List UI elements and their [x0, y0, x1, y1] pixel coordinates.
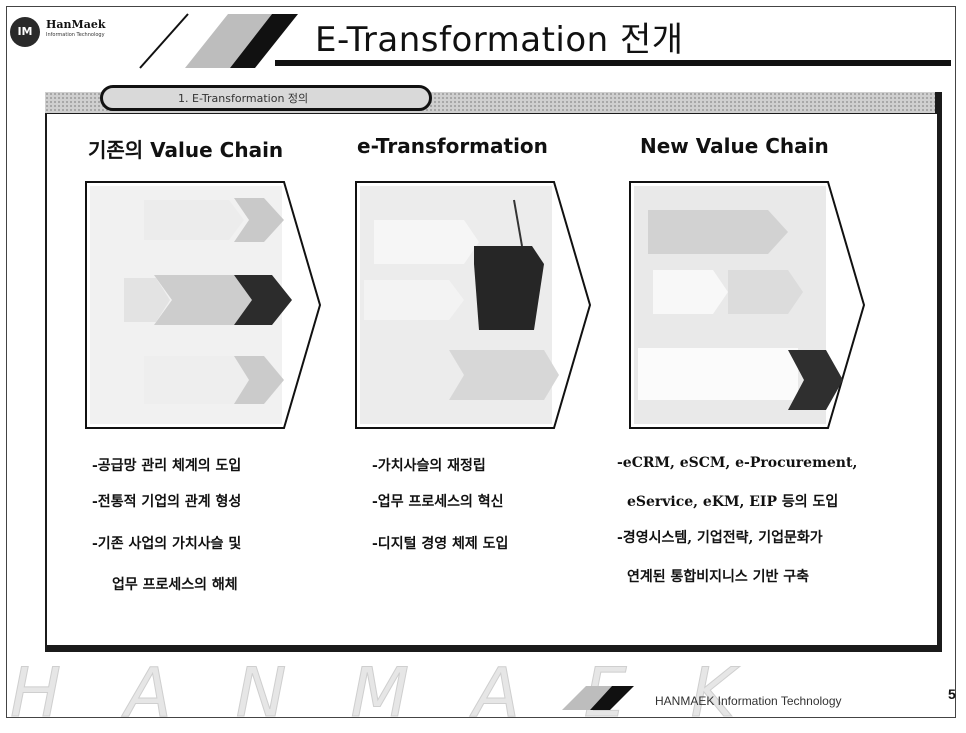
section-pill	[100, 85, 432, 111]
bullet-text: eService, eKM, EIP 등의 도입	[627, 494, 839, 510]
page-number: 5	[948, 686, 956, 702]
bullet-text: -eCRM, eSCM, e-Procurement,	[617, 455, 858, 471]
slide-frame	[6, 6, 956, 718]
logo-subtitle: Information Technology	[46, 32, 105, 38]
new-value-chain-diagram	[629, 181, 866, 429]
title-underline	[275, 60, 951, 66]
heading-new-value-chain: New Value Chain	[640, 134, 829, 158]
e-transformation-diagram	[355, 181, 592, 429]
bullet-text: 업무 프로세스의 해체	[112, 577, 238, 593]
bullet-text: -공급망 관리 체계의 도입	[92, 458, 242, 474]
existing-value-chain-diagram	[85, 181, 322, 429]
heading-e-transformation: e-Transformation	[357, 134, 548, 158]
logo-badge: IM	[10, 17, 40, 47]
page-title: E-Transformation 전개	[315, 20, 684, 60]
heading-existing-value-chain: 기존의 Value Chain	[88, 138, 284, 162]
footer-company: HANMAEK Information Technology	[655, 694, 842, 708]
section-label: 1. E-Transformation 정의	[178, 92, 309, 105]
bullet-text: -디지털 경영 체제 도입	[372, 536, 509, 552]
bullet-text: -경영시스템, 기업전략, 기업문화가	[617, 530, 823, 546]
bullet-text: -기존 사업의 가치사슬 및	[92, 536, 242, 552]
logo-name: HanMaek	[46, 18, 106, 31]
bullet-text: -전통적 기업의 관계 형성	[92, 494, 242, 510]
header-slash-decoration	[139, 13, 298, 69]
footer-slash-decoration	[562, 686, 634, 710]
bullet-text: -가치사슬의 재정립	[372, 458, 486, 474]
bullet-text: -업무 프로세스의 혁신	[372, 494, 504, 510]
bullet-text: 연계된 통합비지니스 기반 구축	[627, 569, 810, 585]
